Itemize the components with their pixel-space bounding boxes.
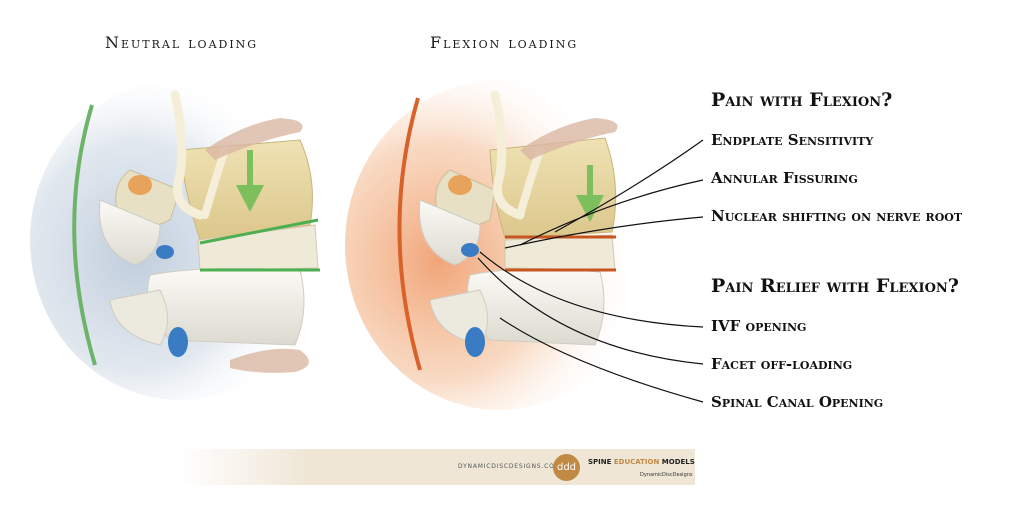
pain-with-flexion-heading: Pain with Flexion?	[711, 89, 893, 111]
label-endplate-sensitivity: Endplate Sensitivity	[711, 131, 874, 149]
label-facet-off-loading: Facet off-loading	[711, 355, 853, 373]
flexion-spine-model	[345, 80, 655, 410]
flexion-loading-title: Flexion loading	[430, 33, 579, 52]
footer-sub: DynamicDiscDesigns	[640, 472, 693, 478]
leader-lines	[477, 139, 704, 403]
footer-brand: SPINE EDUCATION MODELS	[588, 458, 695, 466]
brand-word-3: MODELS	[661, 458, 695, 466]
footer-bar	[180, 449, 695, 485]
pain-relief-heading: Pain Relief with Flexion?	[711, 275, 959, 297]
brand-word-2: EDUCATION	[613, 458, 660, 466]
label-nuclear-shifting: Nuclear shifting on nerve root	[711, 207, 963, 225]
brand-word-1: SPINE	[588, 458, 612, 466]
neutral-loading-title: Neutral loading	[105, 33, 259, 52]
neutral-spine-model	[30, 80, 330, 400]
footer-url: DYNAMICDISCDESIGNS.COM	[458, 463, 561, 470]
label-spinal-canal-opening: Spinal Canal Opening	[711, 393, 884, 411]
ddd-logo-icon: ddd	[553, 454, 580, 481]
label-ivf-opening: IVF opening	[711, 317, 807, 335]
label-annular-fissuring: Annular Fissuring	[711, 169, 858, 187]
